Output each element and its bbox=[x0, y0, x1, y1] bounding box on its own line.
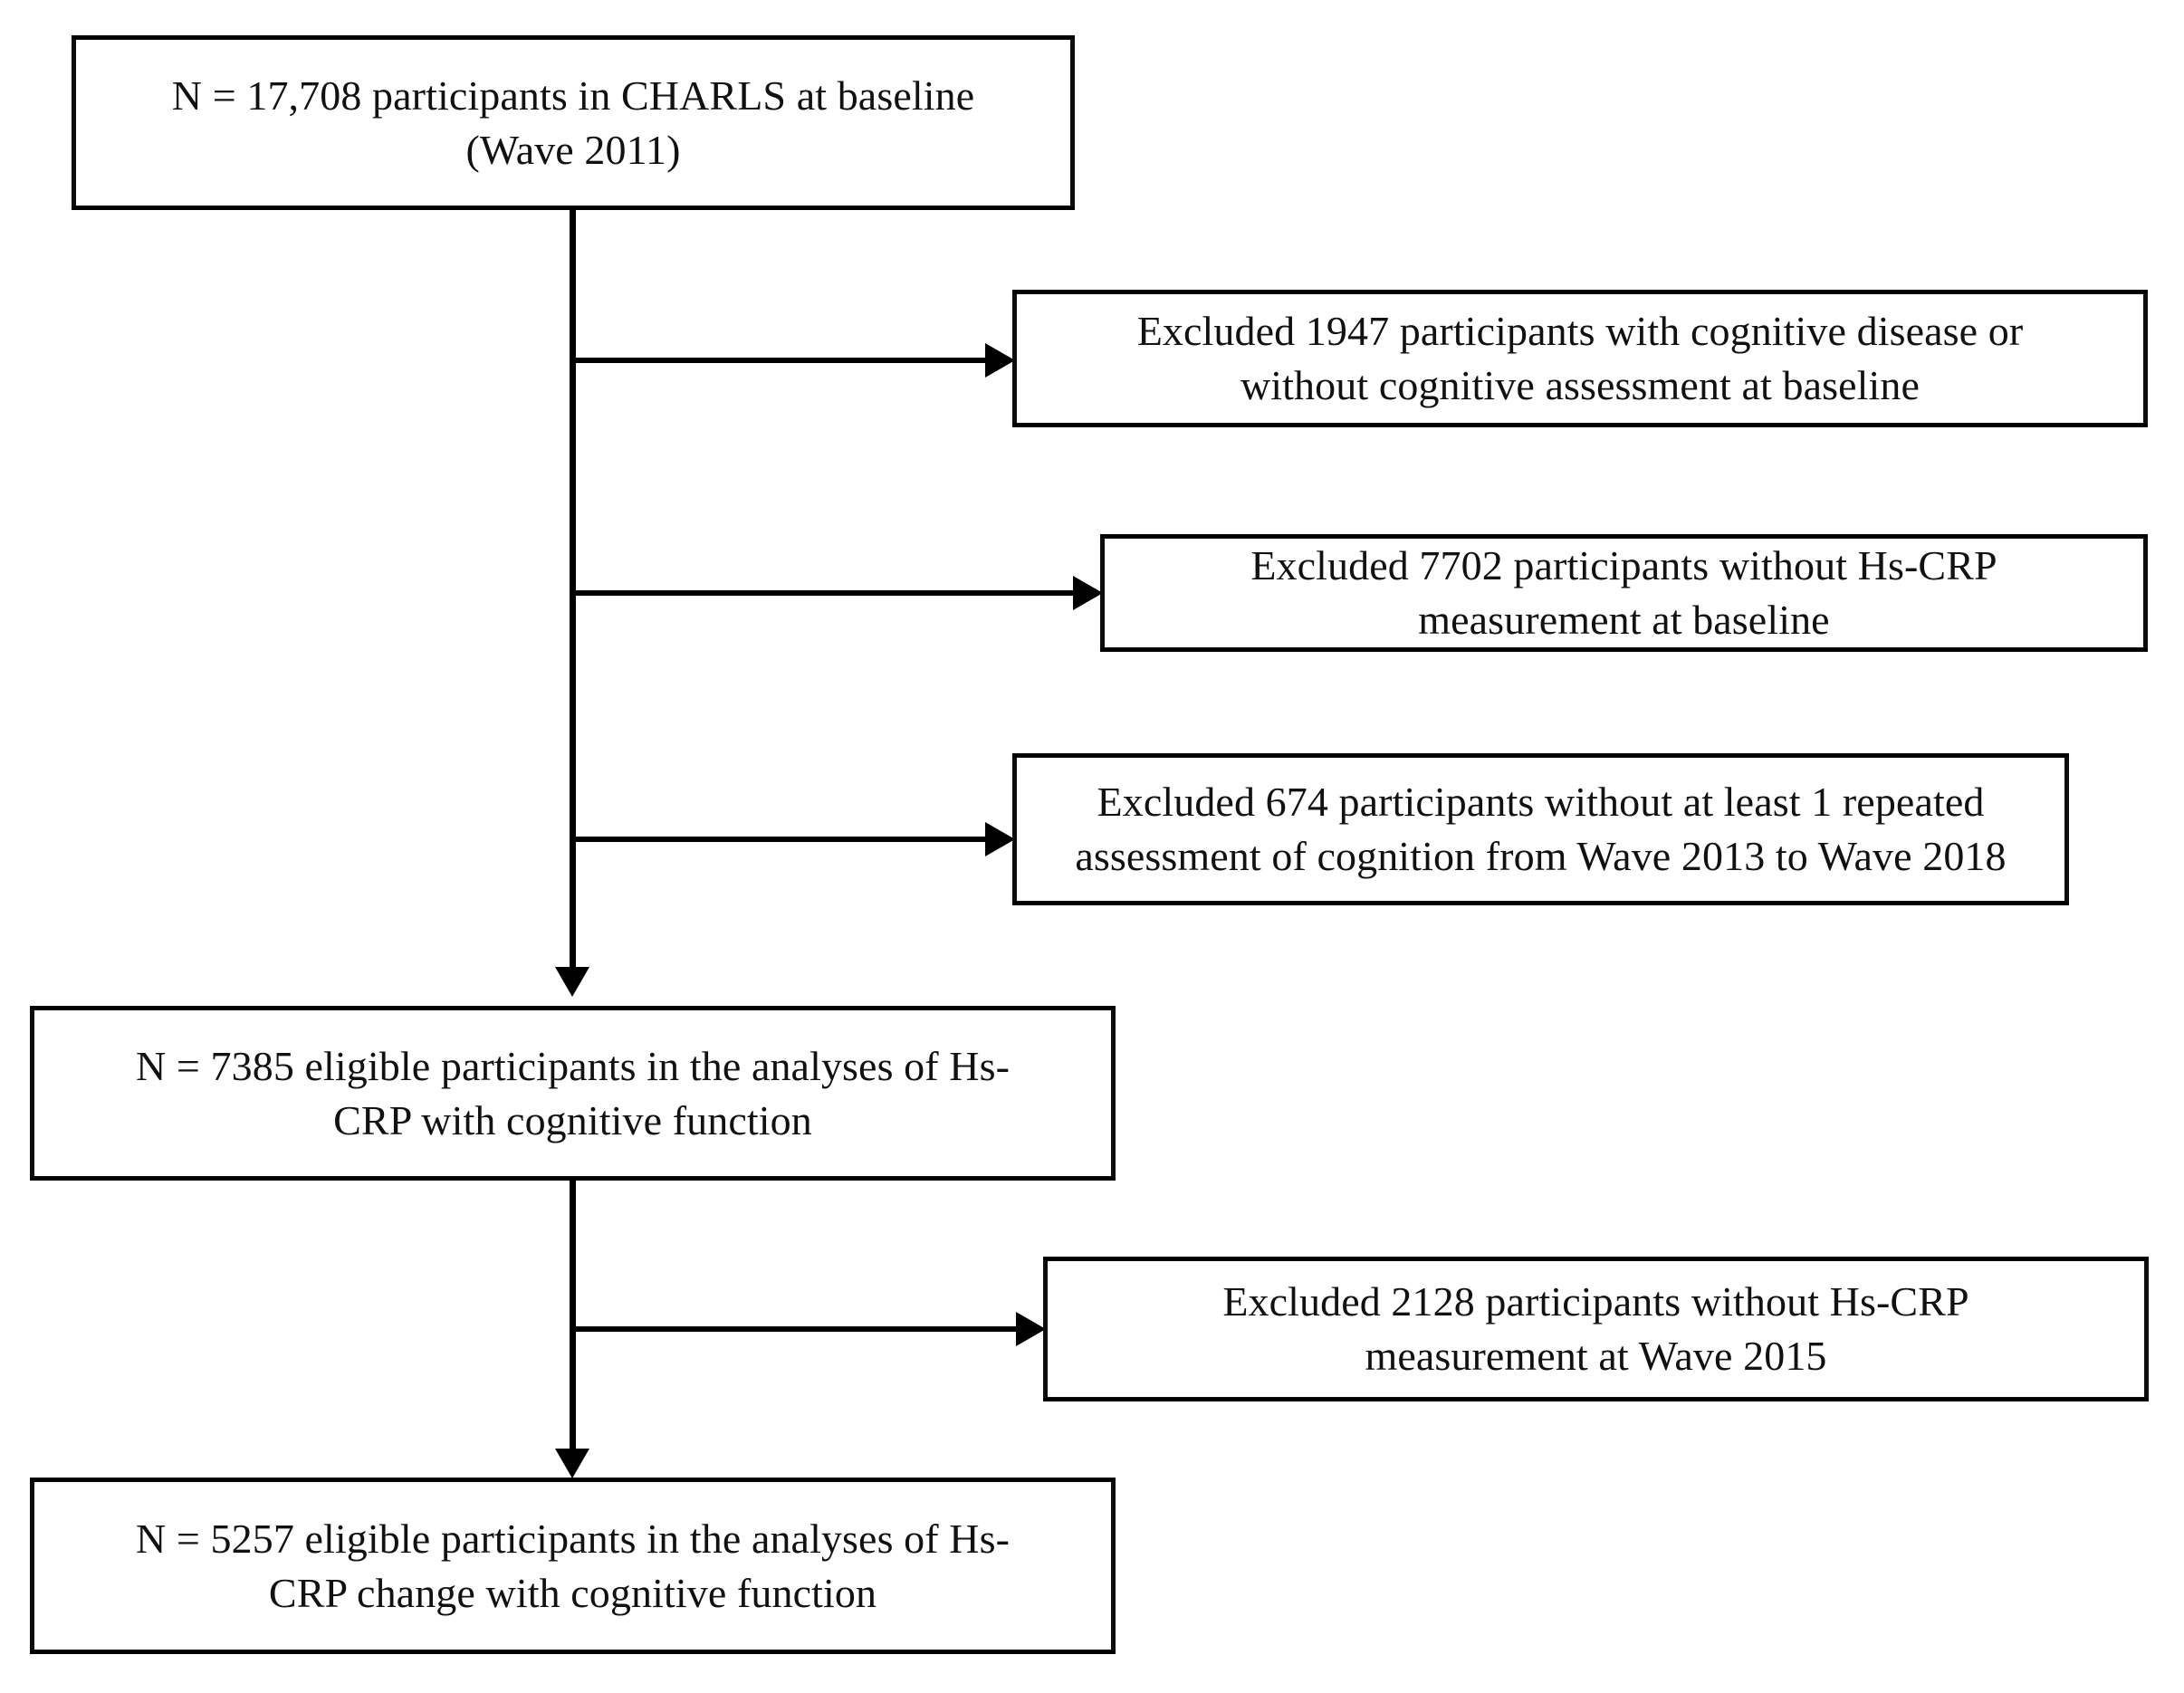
node-exclusion-2-label: Excluded 7702 participants without Hs-CR… bbox=[1250, 542, 1997, 643]
connector-spine-lower bbox=[570, 1181, 576, 1449]
connector-branch-exclusion-4 bbox=[570, 1326, 1020, 1332]
connector-branch-exclusion-1 bbox=[570, 358, 989, 363]
node-eligible-cohort-2-label: N = 5257 eligible participants in the an… bbox=[135, 1515, 1011, 1616]
node-exclusion-3-label: Excluded 674 participants without at lea… bbox=[1075, 779, 2007, 879]
node-baseline-cohort-label: N = 17,708 participants in CHARLS at bas… bbox=[171, 72, 975, 173]
node-eligible-cohort-2: N = 5257 eligible participants in the an… bbox=[30, 1478, 1116, 1654]
connector-branch-exclusion-3 bbox=[570, 837, 989, 842]
node-exclusion-2: Excluded 7702 participants without Hs-CR… bbox=[1100, 534, 2148, 652]
node-eligible-cohort-1-label: N = 7385 eligible participants in the an… bbox=[135, 1042, 1011, 1143]
node-exclusion-4: Excluded 2128 participants without Hs-CR… bbox=[1043, 1257, 2149, 1401]
arrowhead-exclusion-4 bbox=[1016, 1312, 1046, 1346]
node-exclusion-4-label: Excluded 2128 participants without Hs-CR… bbox=[1222, 1278, 1969, 1379]
arrowhead-exclusion-2 bbox=[1073, 576, 1103, 610]
arrowhead-to-eligible-cohort-1 bbox=[555, 967, 589, 997]
node-exclusion-3: Excluded 674 participants without at lea… bbox=[1012, 753, 2069, 905]
connector-branch-exclusion-2 bbox=[570, 590, 1077, 596]
arrowhead-exclusion-1 bbox=[985, 343, 1015, 378]
node-baseline-cohort: N = 17,708 participants in CHARLS at bas… bbox=[72, 35, 1075, 210]
arrowhead-exclusion-3 bbox=[985, 822, 1015, 856]
node-eligible-cohort-1: N = 7385 eligible participants in the an… bbox=[30, 1006, 1116, 1181]
arrowhead-to-eligible-cohort-2 bbox=[555, 1449, 589, 1478]
node-exclusion-1: Excluded 1947 participants with cognitiv… bbox=[1012, 290, 2148, 427]
node-exclusion-1-label: Excluded 1947 participants with cognitiv… bbox=[1136, 308, 2024, 408]
connector-spine-upper bbox=[570, 210, 576, 967]
